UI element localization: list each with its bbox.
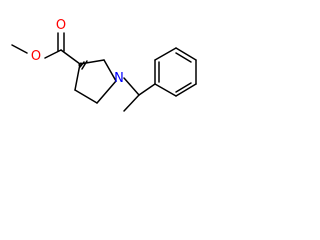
bond-c2-n1 — [103, 59, 117, 82]
bond-phenyl-4 — [175, 47, 197, 61]
bond-phenyl-2 — [175, 83, 197, 97]
bond-phenyl-1 — [154, 83, 177, 97]
bond-n1-c5 — [96, 80, 117, 104]
bond-c3-c2 — [79, 59, 105, 65]
bond-carbonyl-to-c3 — [60, 49, 81, 65]
bond-c5-c4 — [74, 89, 98, 104]
bond-phenyl-5 — [154, 47, 177, 61]
bond-chiral-methyl — [123, 94, 140, 112]
bond-chiral-to-phenyl — [138, 83, 156, 96]
molecule-diagram: O O N — [11, 18, 197, 112]
bond-phenyl-inner-1 — [175, 82, 192, 93]
bond-n1-chiral-carbon — [123, 77, 140, 96]
bond-phenyl-inner-2 — [175, 52, 192, 63]
atom-label-n-ring: N — [114, 71, 124, 86]
atom-label-o-methoxy: O — [31, 49, 41, 64]
bond-c4-c3 — [74, 63, 81, 91]
bond-methyl-oxygen — [11, 44, 28, 54]
atom-label-o-carbonyl: O — [56, 18, 66, 33]
